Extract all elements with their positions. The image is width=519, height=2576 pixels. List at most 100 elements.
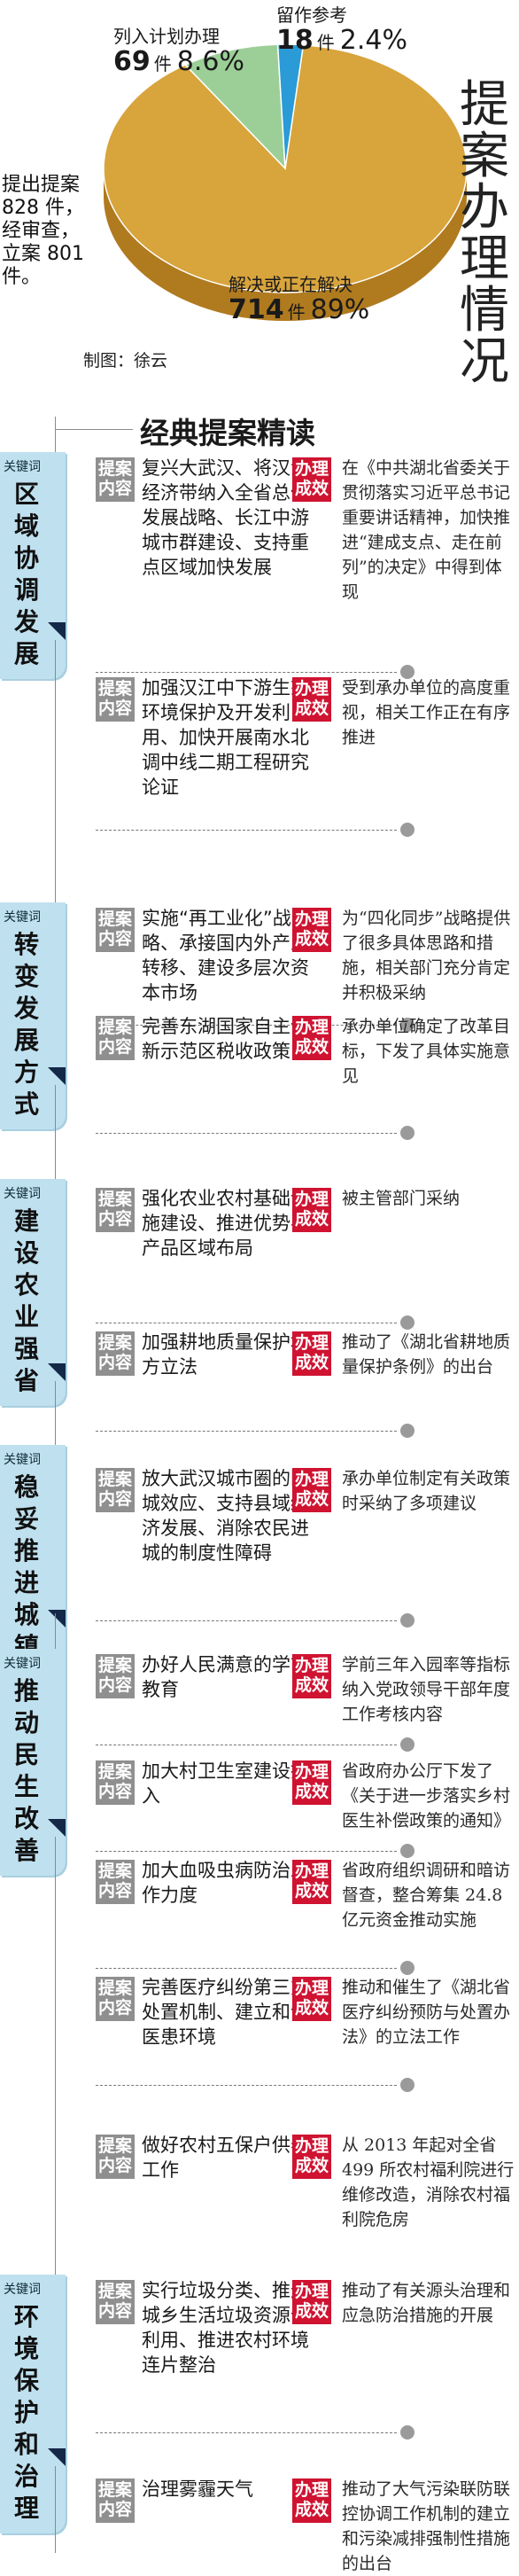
result-text: 被主管部门采纳 bbox=[342, 1189, 461, 1208]
keyword-box: 关键词推动民生改善 bbox=[0, 1649, 66, 1876]
result-tag: 办理成效 bbox=[292, 1016, 331, 1060]
slice-solved-label: 解决或正在解决 bbox=[229, 274, 352, 295]
keyword-tag: 关键词 bbox=[4, 910, 41, 925]
pie-slice-plan bbox=[183, 43, 286, 170]
pie-note: 提出提案 828 件， 经审查， 立案 801 件。 bbox=[2, 174, 108, 289]
proposal-text: 做好农村五保户供养工作 bbox=[142, 2135, 309, 2181]
page-title-char: 案 bbox=[460, 128, 509, 185]
proposal-text: 办好人民满意的学前教育 bbox=[142, 1654, 309, 1700]
timeline-rail bbox=[55, 1409, 56, 1445]
timeline-rail bbox=[55, 1085, 56, 1179]
keyword-flag bbox=[48, 2448, 66, 2466]
proposal-text: 强化农业农村基础设施建设、推进优势农产品区域布局 bbox=[142, 1188, 309, 1259]
keyword-text: 区域协调发展 bbox=[14, 480, 40, 668]
result-text: 承办单位确定了改革目标，下发了具体实施意见 bbox=[342, 1017, 511, 1086]
proposal-tag: 提案内容 bbox=[96, 457, 135, 502]
result-text: 省政府组织调研和暗访督查，整合筹集 24.8 亿元资金推动实施 bbox=[342, 1861, 511, 1930]
proposal-tag: 提案内容 bbox=[96, 1760, 135, 1805]
divider-dot bbox=[400, 1961, 414, 1975]
slice-reserve-label: 留作参考 bbox=[276, 4, 347, 26]
keyword-flag bbox=[48, 1067, 66, 1085]
slice-solved-unit: 件 bbox=[287, 301, 306, 323]
item-divider bbox=[96, 1133, 397, 1134]
result-tag: 办理成效 bbox=[292, 1188, 331, 1232]
section-title: 经典提案精读 bbox=[140, 416, 315, 450]
item-divider bbox=[96, 1431, 397, 1432]
pie-chart bbox=[103, 43, 468, 321]
slice-reserve-unit: 件 bbox=[316, 32, 335, 53]
proposal-tag: 提案内容 bbox=[96, 2135, 135, 2179]
result-text: 省政府办公厅下发了《关于进一步落实乡村医生补偿政策的通知》 bbox=[342, 1761, 511, 1831]
page-title-char: 况 bbox=[460, 333, 509, 391]
item-divider bbox=[96, 2085, 397, 2086]
proposal-text: 实施“再工业化”战略、承接国内外产业转移、建设多层次资本市场 bbox=[142, 908, 309, 1003]
timeline-rail bbox=[55, 1613, 56, 1649]
timeline-rail bbox=[55, 1837, 56, 2275]
proposal-tag: 提案内容 bbox=[96, 677, 135, 722]
result-tag: 办理成效 bbox=[292, 908, 331, 952]
divider-dot bbox=[400, 1126, 414, 1140]
item-divider bbox=[96, 1620, 397, 1621]
pie-chart-side bbox=[104, 168, 467, 321]
pie-chart-top bbox=[103, 43, 468, 293]
result-text: 学前三年入园率等指标纳入党政领导干部年度工作考核内容 bbox=[342, 1655, 511, 1724]
pie-side-wall bbox=[104, 168, 467, 321]
proposal-tag: 提案内容 bbox=[96, 1654, 135, 1698]
divider-dot bbox=[400, 1018, 414, 1032]
item-divider bbox=[96, 2432, 397, 2433]
keyword-tag: 关键词 bbox=[4, 460, 41, 474]
slice-solved-percent: 89% bbox=[310, 294, 370, 325]
divider-dot bbox=[400, 1737, 414, 1752]
slice-reserve-count: 18 bbox=[276, 25, 314, 56]
result-tag: 办理成效 bbox=[292, 2478, 331, 2523]
result-text: 推动了大气污染联防联控协调工作机制的建立和污染减排强制性措施的出台 bbox=[342, 2479, 511, 2573]
result-tag: 办理成效 bbox=[292, 1860, 331, 1904]
keyword-flag bbox=[48, 1610, 66, 1628]
item-divider bbox=[96, 672, 397, 673]
page-title-char: 理 bbox=[460, 230, 509, 288]
keyword-flag bbox=[48, 1819, 66, 1837]
item-divider bbox=[96, 1025, 397, 1026]
result-tag: 办理成效 bbox=[292, 677, 331, 722]
result-text: 在《中共湖北省委关于贯彻落实习近平总书记重要讲话精神，加快推进“建成支点、走在前… bbox=[342, 458, 511, 602]
proposal-tag: 提案内容 bbox=[96, 1331, 135, 1376]
divider-dot bbox=[400, 2078, 414, 2092]
timeline-rail bbox=[55, 1144, 56, 1179]
proposal-tag: 提案内容 bbox=[96, 2478, 135, 2523]
keyword-tag: 关键词 bbox=[4, 2283, 41, 2297]
keyword-tag: 关键词 bbox=[4, 1657, 41, 1671]
keyword-text: 推动民生改善 bbox=[14, 1676, 40, 1865]
pie-note-line: 828 件， bbox=[2, 197, 84, 219]
divider-dot bbox=[400, 1315, 414, 1330]
timeline-rail bbox=[55, 640, 56, 902]
slice-plan-percent: 8.6% bbox=[176, 46, 244, 77]
proposal-tag: 提案内容 bbox=[96, 1468, 135, 1512]
proposal-text: 加大血吸虫病防治工作力度 bbox=[142, 1860, 309, 1906]
slice-plan-count: 69 bbox=[113, 46, 151, 77]
result-tag: 办理成效 bbox=[292, 1977, 331, 2021]
result-tag: 办理成效 bbox=[292, 2135, 331, 2179]
timeline-rail bbox=[55, 417, 56, 452]
result-text: 推动了有关源头治理和应急防治措施的开展 bbox=[342, 2281, 511, 2325]
proposal-tag: 提案内容 bbox=[96, 1016, 135, 1060]
pie-note-line: 经审查， bbox=[2, 220, 81, 242]
result-tag: 办理成效 bbox=[292, 2280, 331, 2324]
proposal-text: 完善医疗纠纷第三方处置机制、建立和谐医患环境 bbox=[142, 1977, 309, 2048]
page-title-char: 情 bbox=[460, 282, 509, 340]
result-tag: 办理成效 bbox=[292, 1654, 331, 1698]
proposal-tag: 提案内容 bbox=[96, 908, 135, 952]
timeline-rail bbox=[55, 867, 56, 902]
page-title-char: 提 bbox=[460, 76, 509, 134]
divider-dot bbox=[400, 1424, 414, 1438]
pie-note-line: 件。 bbox=[2, 266, 42, 288]
proposal-tag: 提案内容 bbox=[96, 1860, 135, 1904]
divider-dot bbox=[400, 1613, 414, 1628]
timeline-rail bbox=[55, 2466, 56, 2553]
result-text: 推动了《湖北省耕地质量保护条例》的出台 bbox=[342, 1332, 511, 1377]
keyword-flag bbox=[48, 622, 66, 640]
result-tag: 办理成效 bbox=[292, 457, 331, 502]
result-text: 推动和催生了《湖北省医疗纠纷预防与处置办法》的立法工作 bbox=[342, 1978, 511, 2047]
